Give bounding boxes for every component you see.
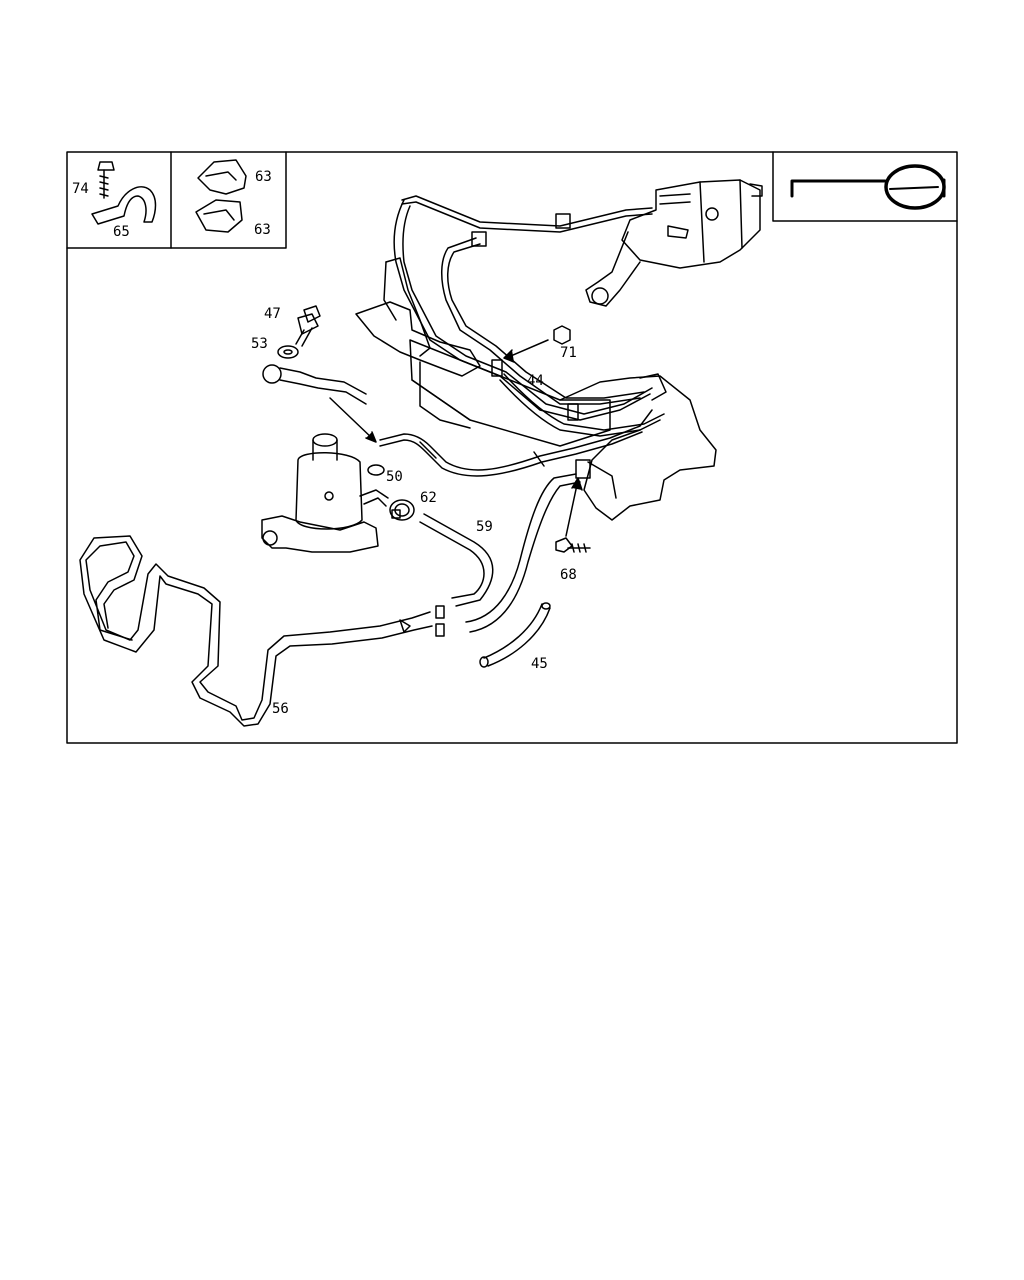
pump-pressure-hose [379, 409, 653, 477]
callout-68: 68 [560, 567, 577, 583]
callout-63-bottom: 63 [254, 222, 271, 238]
front-crossmember [355, 257, 717, 521]
arrow-to-fitting [329, 397, 377, 443]
callout-65: 65 [113, 224, 130, 240]
callout-56: 56 [272, 701, 289, 717]
callout-63-top: 63 [255, 169, 272, 185]
banjo-bolt-47 [295, 305, 321, 347]
callout-71: 71 [560, 345, 577, 361]
arrow-to-nut-71 [503, 339, 549, 363]
power-steering-pump [261, 433, 389, 553]
washer-53-hole [283, 349, 293, 355]
callout-74: 74 [72, 181, 89, 197]
callout-labels: 74 65 63 63 47 53 71 44 50 62 59 68 45 5… [72, 169, 577, 717]
cooler-tube-56 [79, 535, 445, 727]
pressure-line-44 [393, 195, 665, 437]
banjo-fitting-hose [262, 364, 367, 405]
washer-53 [277, 345, 299, 359]
steering-gear-box [585, 179, 763, 307]
callout-53: 53 [251, 336, 268, 352]
washer-50 [367, 464, 385, 476]
callout-62: 62 [420, 490, 437, 506]
callout-45: 45 [531, 656, 548, 672]
callout-47: 47 [264, 306, 281, 322]
callout-50: 50 [386, 469, 403, 485]
callout-44: 44 [527, 373, 544, 389]
return-hose-long [465, 459, 591, 633]
clip-part-65 [91, 186, 157, 225]
callout-59: 59 [476, 519, 493, 535]
return-hose-45 [479, 602, 551, 668]
hose-clamp-62 [389, 499, 415, 521]
inset-box-steering [772, 151, 958, 222]
screw-68 [555, 537, 591, 553]
bolt-icon [97, 161, 115, 199]
inset-box-clamp [170, 151, 287, 249]
nut-71 [553, 325, 571, 345]
clamp-icon [195, 159, 247, 233]
diagram-frame [66, 151, 958, 744]
steering-wheel-icon [790, 164, 946, 210]
return-hose-59 [419, 513, 494, 607]
arrow-to-bracket-68 [565, 477, 583, 537]
